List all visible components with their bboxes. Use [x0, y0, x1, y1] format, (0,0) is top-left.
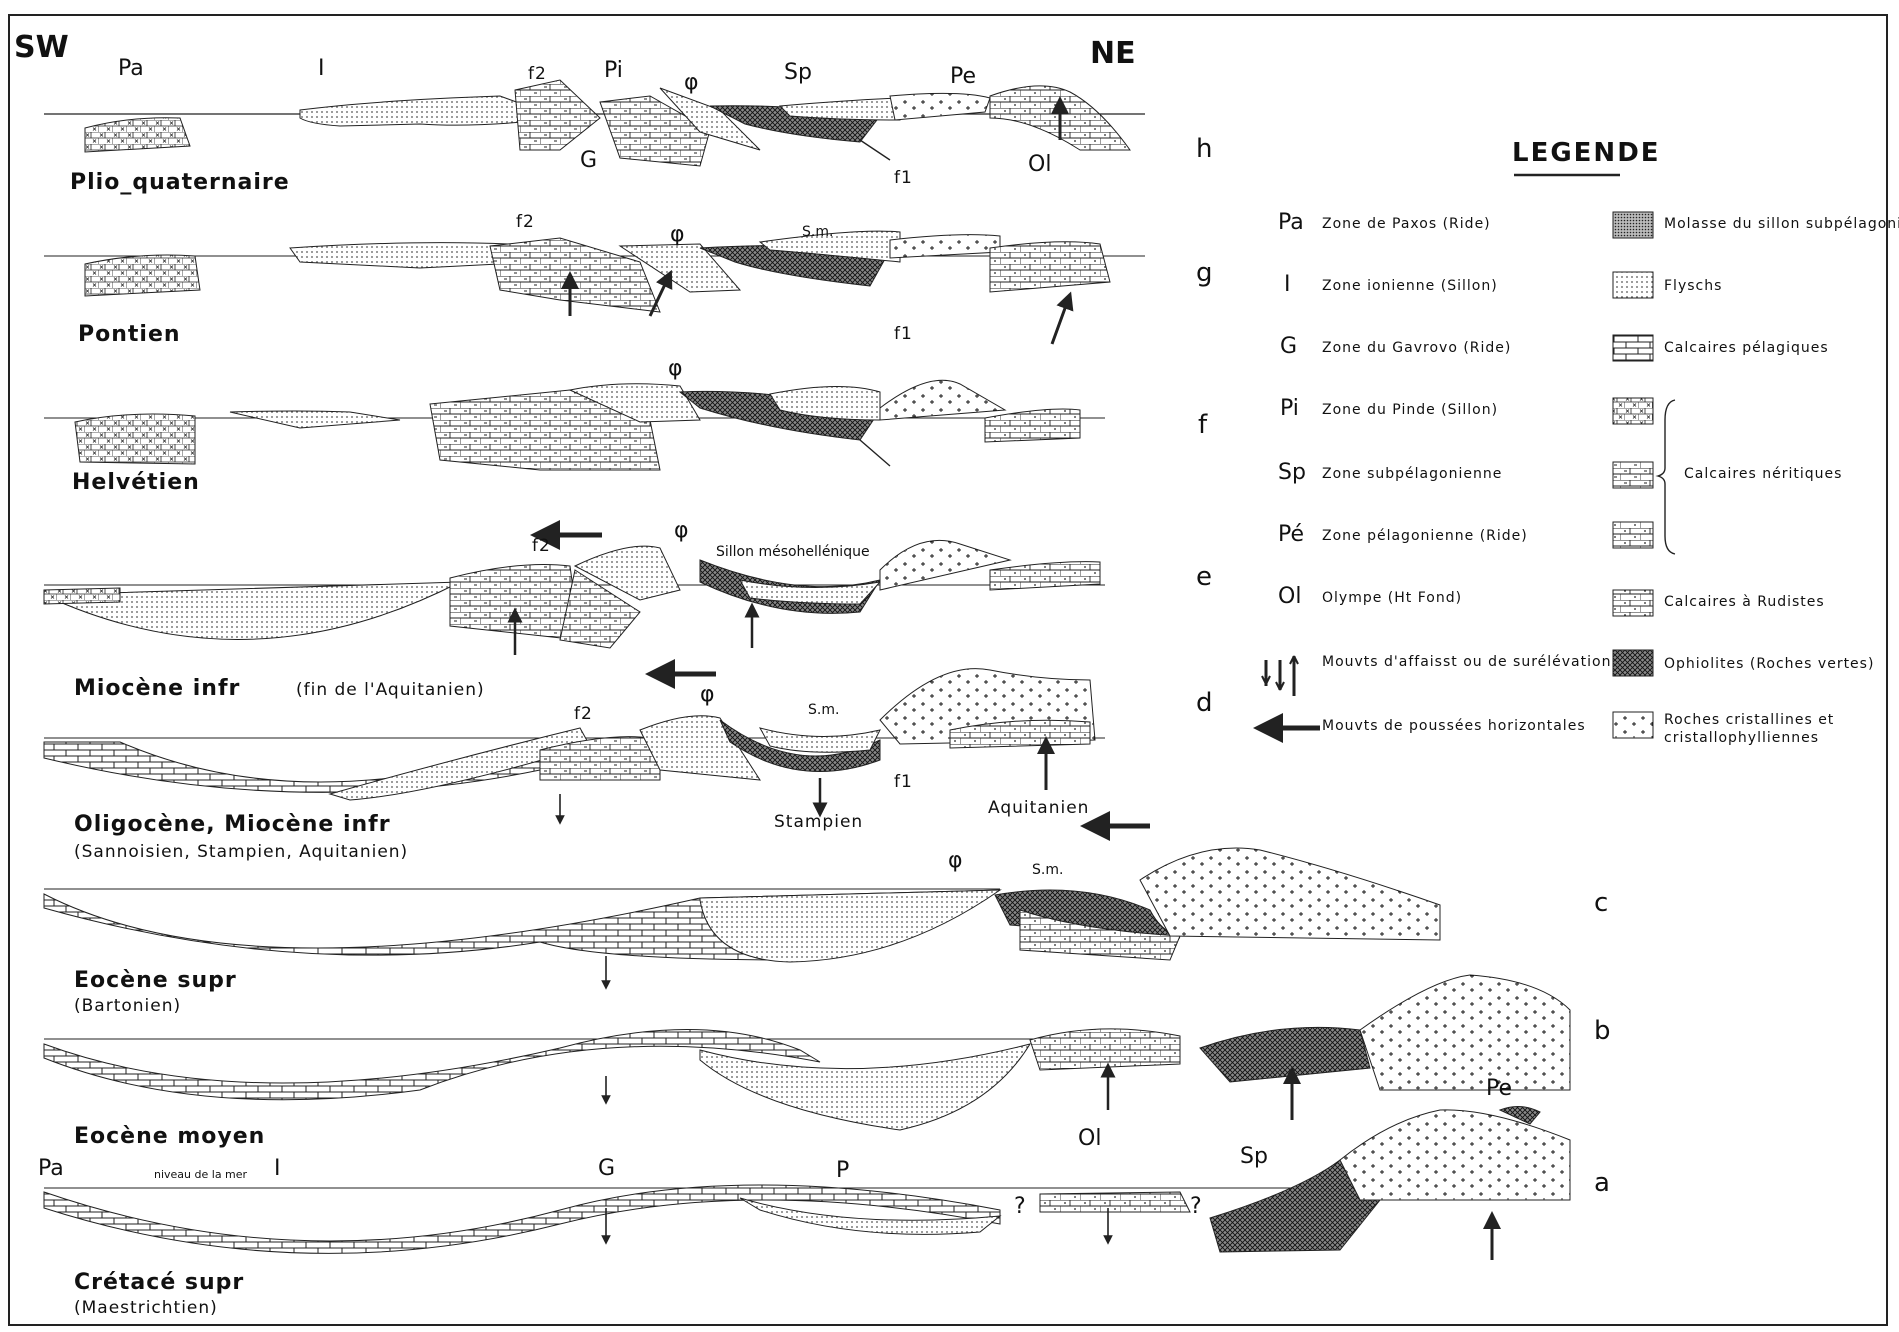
annot-g-f2: f2 — [516, 212, 535, 232]
stage-title-f: Helvétien — [72, 470, 200, 495]
annot-a-q2: ? — [1190, 1194, 1202, 1219]
legend-facies-cristallin2: cristallophylliennes — [1664, 730, 1819, 746]
zone-label-f1: f1 — [894, 168, 913, 188]
annot-e-sillon: Sillon mésohellénique — [716, 544, 870, 560]
legend-movement-horizontal: Mouvts de poussées horizontales — [1322, 718, 1586, 734]
annot-g-phi: φ — [670, 222, 685, 247]
legend-movement-vertical: Mouvts d'affaisst ou de surélévation — [1322, 654, 1611, 670]
stage-title-e: Miocène infr — [74, 676, 240, 701]
legend-zone-text-i: Zone ionienne (Sillon) — [1322, 278, 1498, 294]
legend-title: LEGENDE — [1512, 138, 1661, 168]
annot-g-sm: S.m. — [802, 224, 833, 240]
section-f — [44, 380, 1105, 470]
zone-label-g: G — [580, 148, 597, 173]
orientation-ne: NE — [1090, 36, 1136, 71]
annot-a-i: I — [274, 1156, 281, 1181]
annot-a-niveau: niveau de la mer — [154, 1168, 247, 1181]
legend-zone-text-pa: Zone de Paxos (Ride) — [1322, 216, 1491, 232]
annot-d-phi: φ — [700, 682, 715, 707]
annot-e-phi: φ — [674, 518, 689, 543]
annot-a-q1: ? — [1014, 1194, 1026, 1219]
annot-c-sm: S.m. — [1032, 862, 1063, 878]
section-c — [44, 848, 1440, 985]
legend-zone-sym-i: I — [1284, 272, 1291, 297]
phase-label-f: f — [1198, 410, 1207, 440]
legend-facies-ophiolites: Ophiolites (Roches vertes) — [1664, 656, 1874, 672]
annot-e-f2: f2 — [532, 536, 551, 556]
legend-zone-sym-sp: Sp — [1278, 460, 1306, 485]
annot-a-pe: Pe — [1486, 1076, 1512, 1101]
zone-label-sp: Sp — [784, 60, 812, 85]
phase-label-g: g — [1196, 258, 1213, 288]
orientation-sw: SW — [14, 30, 69, 65]
annot-d-f2: f2 — [574, 704, 593, 724]
stage-title-d: Oligocène, Miocène infr — [74, 812, 391, 837]
stage-title-a: Crétacé supr — [74, 1270, 244, 1295]
section-a — [44, 1106, 1570, 1260]
annot-a-sp: Sp — [1240, 1144, 1268, 1169]
legend-facies-cristallin: Roches cristallines et — [1664, 712, 1834, 728]
annot-d-stampien: Stampien — [774, 812, 863, 832]
stage-title-h: Plio_quaternaire — [70, 170, 290, 195]
annot-f-phi: φ — [668, 356, 683, 381]
phase-label-c: c — [1594, 888, 1608, 918]
annot-a-p: P — [836, 1158, 849, 1183]
stage-sub-a: (Maestrichtien) — [74, 1298, 218, 1318]
legend-zone-sym-pe: Pé — [1278, 522, 1304, 547]
stage-title-b: Eocène moyen — [74, 1124, 265, 1149]
annot-a-pa: Pa — [38, 1156, 64, 1181]
zone-label-i: I — [318, 56, 325, 81]
stage-title-c: Eocène supr — [74, 968, 237, 993]
zone-label-pi: Pi — [604, 58, 623, 83]
annot-c-phi: φ — [948, 848, 963, 873]
legend-facies-rudistes: Calcaires à Rudistes — [1664, 594, 1825, 610]
zone-label-phi: φ — [684, 70, 699, 95]
zone-label-pa: Pa — [118, 56, 144, 81]
annot-d-sm: S.m. — [808, 702, 839, 718]
stage-sub-e: (fin de l'Aquitanien) — [296, 680, 485, 700]
annot-g-f1: f1 — [894, 324, 913, 344]
legend-zone-text-pe: Zone pélagonienne (Ride) — [1322, 528, 1528, 544]
legend-facies-pelagique: Calcaires pélagiques — [1664, 340, 1829, 356]
zone-label-f2: f2 — [528, 64, 547, 84]
legend-zone-text-pi: Zone du Pinde (Sillon) — [1322, 402, 1498, 418]
section-b — [44, 975, 1570, 1130]
stage-sub-c: (Bartonien) — [74, 996, 181, 1016]
section-e — [44, 535, 1105, 674]
annot-d-aquitanien: Aquitanien — [988, 798, 1089, 818]
zone-label-pe: Pe — [950, 64, 976, 89]
legend-zone-sym-ol: Ol — [1278, 584, 1301, 609]
phase-label-h: h — [1196, 134, 1212, 164]
stage-title-g: Pontien — [78, 322, 181, 347]
section-g — [44, 231, 1145, 344]
annot-a-g: G — [598, 1156, 615, 1181]
phase-label-d: d — [1196, 688, 1213, 718]
annot-d-f1: f1 — [894, 772, 913, 792]
phase-label-a: a — [1594, 1168, 1610, 1198]
legend-zone-sym-g: G — [1280, 334, 1297, 359]
legend-facies-flysch: Flyschs — [1664, 278, 1722, 294]
stage-sub-d: (Sannoisien, Stampien, Aquitanien) — [74, 842, 408, 862]
annot-b-ol: Ol — [1078, 1126, 1101, 1151]
phase-label-e: e — [1196, 562, 1212, 592]
legend-zone-sym-pa: Pa — [1278, 210, 1304, 235]
phase-label-b: b — [1594, 1016, 1611, 1046]
legend-facies-neritique: Calcaires néritiques — [1684, 466, 1842, 482]
legend-facies-molasse: Molasse du sillon subpélagonien — [1664, 216, 1899, 232]
legend-zone-text-g: Zone du Gavrovo (Ride) — [1322, 340, 1511, 356]
legend-zone-sym-pi: Pi — [1280, 396, 1299, 421]
legend-zone-text-ol: Olympe (Ht Fond) — [1322, 590, 1462, 606]
zone-label-ol: Ol — [1028, 152, 1051, 177]
legend-zone-text-sp: Zone subpélagonienne — [1322, 466, 1502, 482]
